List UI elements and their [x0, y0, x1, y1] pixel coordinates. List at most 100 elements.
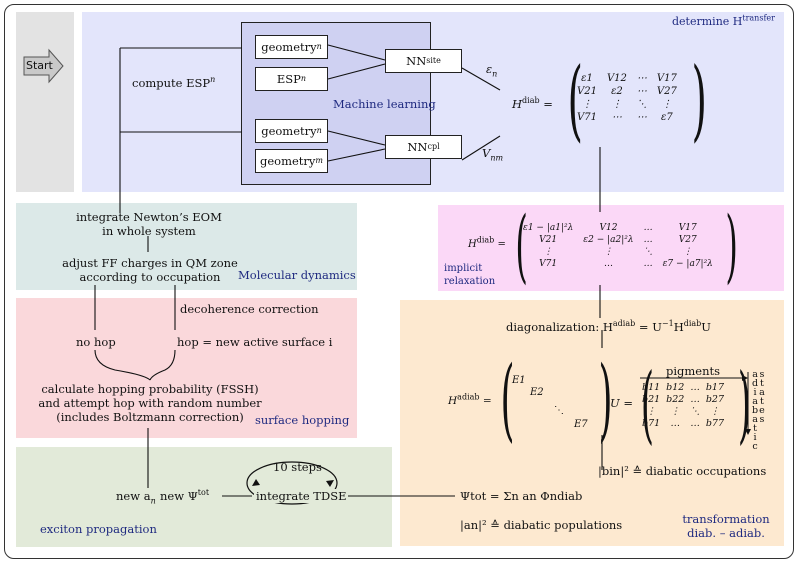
transform-panel	[400, 300, 784, 546]
relax-cell: V21	[539, 235, 558, 245]
hopping-panel	[16, 298, 357, 438]
u-matrix-cell: b77	[705, 418, 725, 429]
transfer-cell: V12	[606, 73, 627, 84]
relax-row: V71……ε7 − |a7|²λ	[518, 258, 718, 270]
u-matrix-row: b71……b77	[639, 418, 727, 430]
u-label: U =	[610, 396, 633, 410]
u-left-paren: (	[640, 355, 654, 453]
transfer-cell: ⋮	[661, 99, 672, 110]
u-matrix-cell: …	[690, 418, 700, 429]
decoherence-label: decoherence correction	[180, 302, 319, 316]
u-matrix-cell: ⋮	[646, 406, 656, 417]
eig-e1: E1	[512, 375, 526, 386]
transform-label1: transformation	[682, 512, 770, 526]
relax-cell: V12	[599, 223, 618, 233]
epsilon-label: εn	[486, 62, 498, 79]
relax-panel	[438, 205, 784, 291]
transfer-panel	[82, 12, 784, 192]
transfer-cell: V71	[577, 112, 597, 123]
relax-hdiab-label: Hdiab =	[468, 235, 506, 250]
md-panel	[16, 203, 357, 290]
diagonalization-label: diagonalization: Hadiab = U−1HdiabU	[506, 319, 711, 334]
hdiab-label: Hdiab =	[512, 96, 553, 111]
md-line4: according to occupation	[79, 270, 221, 284]
u-matrix-cell: …	[690, 382, 700, 393]
relax-left-paren: (	[515, 199, 528, 292]
u-matrix-cell: ⋮	[710, 406, 720, 417]
relax-label2: relaxation	[444, 276, 496, 287]
u-matrix-cell: b11	[642, 382, 661, 393]
u-matrix-cell: b12	[666, 382, 685, 393]
u-matrix-cell: b17	[705, 382, 725, 393]
start-panel	[16, 12, 74, 192]
hdiab-left-paren: (	[567, 48, 583, 151]
transfer-cell: ⋱	[636, 99, 647, 110]
relax-row: ⋮⋮⋱⋮	[518, 246, 718, 258]
new-psi-label: new Ψtot	[160, 488, 210, 503]
relax-cell: V71	[539, 259, 558, 269]
transform-label2: diab. – adiab.	[687, 526, 765, 540]
exciton-label: exciton propagation	[40, 522, 157, 536]
transfer-cell: ⋮	[611, 99, 622, 110]
transfer-cell: ⋯	[636, 112, 647, 123]
u-matrix-cell: …	[670, 418, 681, 429]
transfer-cell: ε1	[581, 73, 593, 84]
relax-label1: implicit	[444, 263, 483, 274]
no-hop-label: no hop	[76, 335, 116, 349]
u-right-paren: )	[737, 355, 751, 453]
transfer-title: determine Htransfer	[672, 13, 775, 28]
relax-row: V21 ε2 − |a2|²λ … V27	[518, 234, 718, 246]
start-label[interactable]: Start	[26, 59, 53, 72]
hdiab-right-paren: )	[691, 48, 707, 151]
relax-cell: V27	[678, 235, 697, 245]
eig-dots: ⋱	[554, 405, 564, 416]
outer-frame	[4, 4, 794, 559]
eig-e7: E7	[574, 419, 588, 430]
hadiab-left-paren: (	[500, 347, 515, 452]
populations-label: |an|² ≙ diabatic populations	[460, 518, 623, 532]
transfer-cell: ⋯	[611, 112, 622, 123]
u-matrix-cell: b27	[705, 394, 725, 405]
relax-cell: ε7 − |a7|²λ	[662, 259, 713, 269]
relax-cell: ⋮	[683, 247, 693, 257]
transfer-cell: ⋯	[636, 86, 647, 97]
relax-cell: …	[643, 235, 653, 245]
md-label: Molecular dynamics	[238, 268, 356, 282]
transfer-cell: ε2	[611, 86, 623, 97]
relax-cell: ε2 − |a2|²λ	[583, 235, 634, 245]
u-matrix-cell: b22	[666, 394, 685, 405]
hadiab-right-paren: )	[598, 347, 613, 452]
relax-cell: ε1 − |a1|²λ	[523, 223, 574, 233]
calc-line2: and attempt hop with random number	[38, 396, 262, 410]
psi-equation: Ψtot = Σn an Φndiab	[460, 489, 583, 503]
transfer-cell: V21	[577, 86, 597, 97]
u-matrix-cell: b21	[642, 394, 661, 405]
compute-esp-label: compute ESPn	[130, 75, 218, 90]
relax-cell: ⋮	[543, 247, 553, 257]
transfer-cell: ⋮	[581, 99, 592, 110]
v-label: Vnm	[482, 146, 504, 163]
hopping-label: surface hopping	[255, 413, 350, 427]
md-line2: in whole system	[102, 224, 196, 238]
relax-cell: ⋱	[643, 247, 653, 257]
transfer-cell: ε7	[661, 112, 673, 123]
new-a-label: new an	[116, 489, 156, 506]
eig-e2: E2	[530, 387, 544, 398]
md-line3: adjust FF charges in QM zone	[62, 256, 238, 270]
diabatic-occupations-label: |bin|² ≙ diabatic occupations	[598, 464, 767, 478]
relax-cell: V17	[678, 223, 697, 233]
relax-right-paren: )	[725, 199, 738, 292]
